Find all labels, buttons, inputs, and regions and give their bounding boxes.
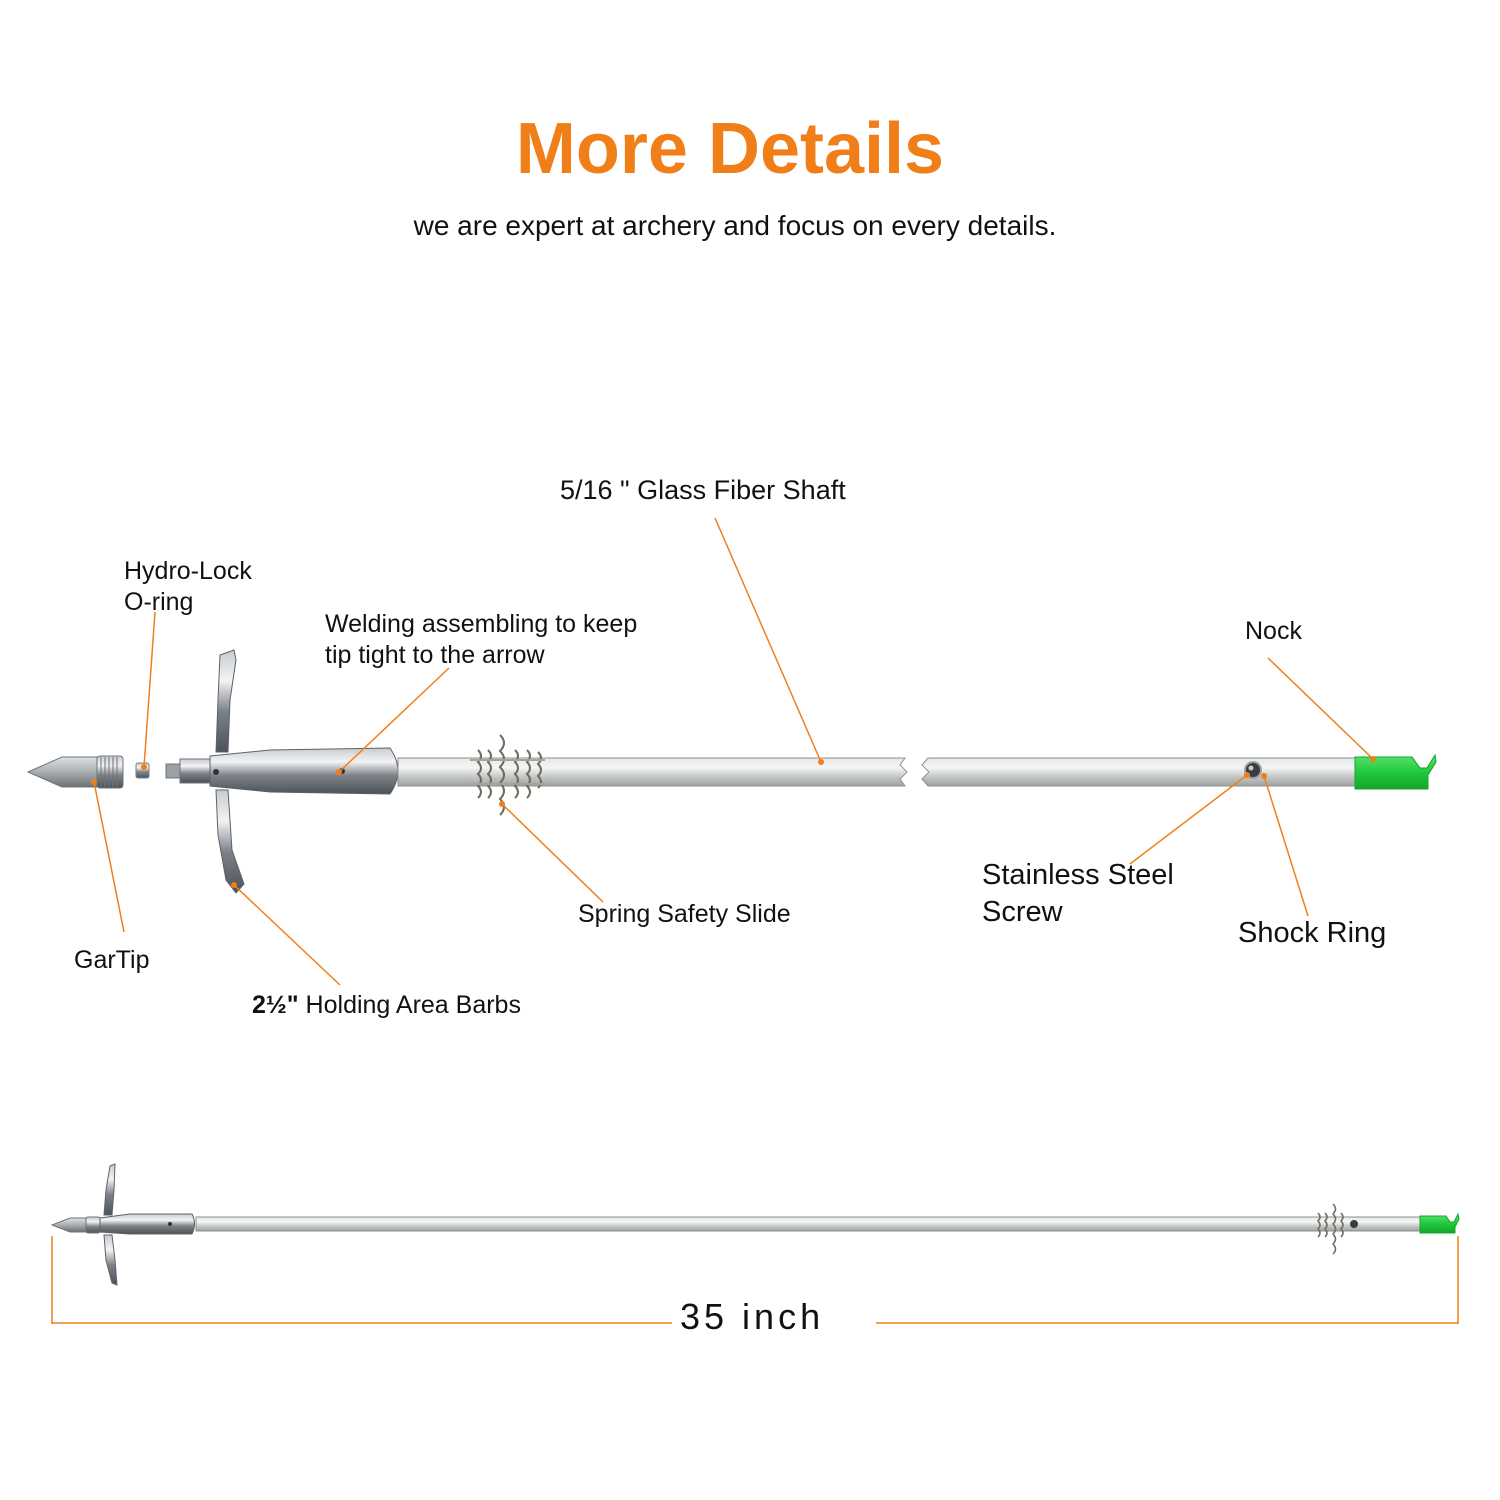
label-stainless-steel-screw: Stainless Steel Screw: [982, 857, 1174, 931]
label-hydro-lock-line1: Hydro-Lock: [124, 557, 252, 585]
label-screw-line2: Screw: [982, 896, 1063, 928]
shaft-front: [397, 757, 908, 787]
leader-lines: [93, 517, 1374, 986]
page-title: More Details: [515, 109, 945, 189]
label-barbs-text: Holding Area Barbs: [298, 991, 521, 1019]
spring-safety-slide: [470, 734, 545, 816]
label-barbs-size: 2½": [252, 991, 299, 1019]
label-holding-area-barbs: 2½" Holding Area Barbs: [252, 990, 521, 1021]
ferrule: [209, 747, 399, 795]
label-shock-ring: Shock Ring: [1238, 917, 1387, 949]
nock: [1354, 753, 1437, 790]
gartip-point: [26, 755, 124, 789]
full-arrow: [50, 1163, 1460, 1286]
label-hydro-lock-oring: Hydro-Lock O-ring: [124, 556, 252, 618]
label-welding-line2: tip tight to the arrow: [325, 641, 545, 669]
label-welding-line1: Welding assembling to keep: [325, 610, 638, 638]
length-label: 35 inch: [672, 1296, 833, 1338]
dimension-line: [51, 1236, 1459, 1324]
label-screw-line1: Stainless Steel: [982, 859, 1174, 891]
label-welding: Welding assembling to keep tip tight to …: [325, 609, 637, 671]
label-hydro-lock-line2: O-ring: [124, 588, 194, 616]
label-gartip: GarTip: [74, 946, 150, 974]
label-spring-safety-slide: Spring Safety Slide: [578, 900, 791, 928]
shaft-rear: [921, 757, 1356, 787]
page-subtitle: we are expert at archery and focus on ev…: [413, 210, 1057, 241]
label-nock: Nock: [1245, 617, 1302, 645]
thread-stub: [165, 758, 211, 784]
barbs: [215, 649, 245, 894]
label-glass-fiber-shaft: 5/16 " Glass Fiber Shaft: [560, 475, 846, 505]
